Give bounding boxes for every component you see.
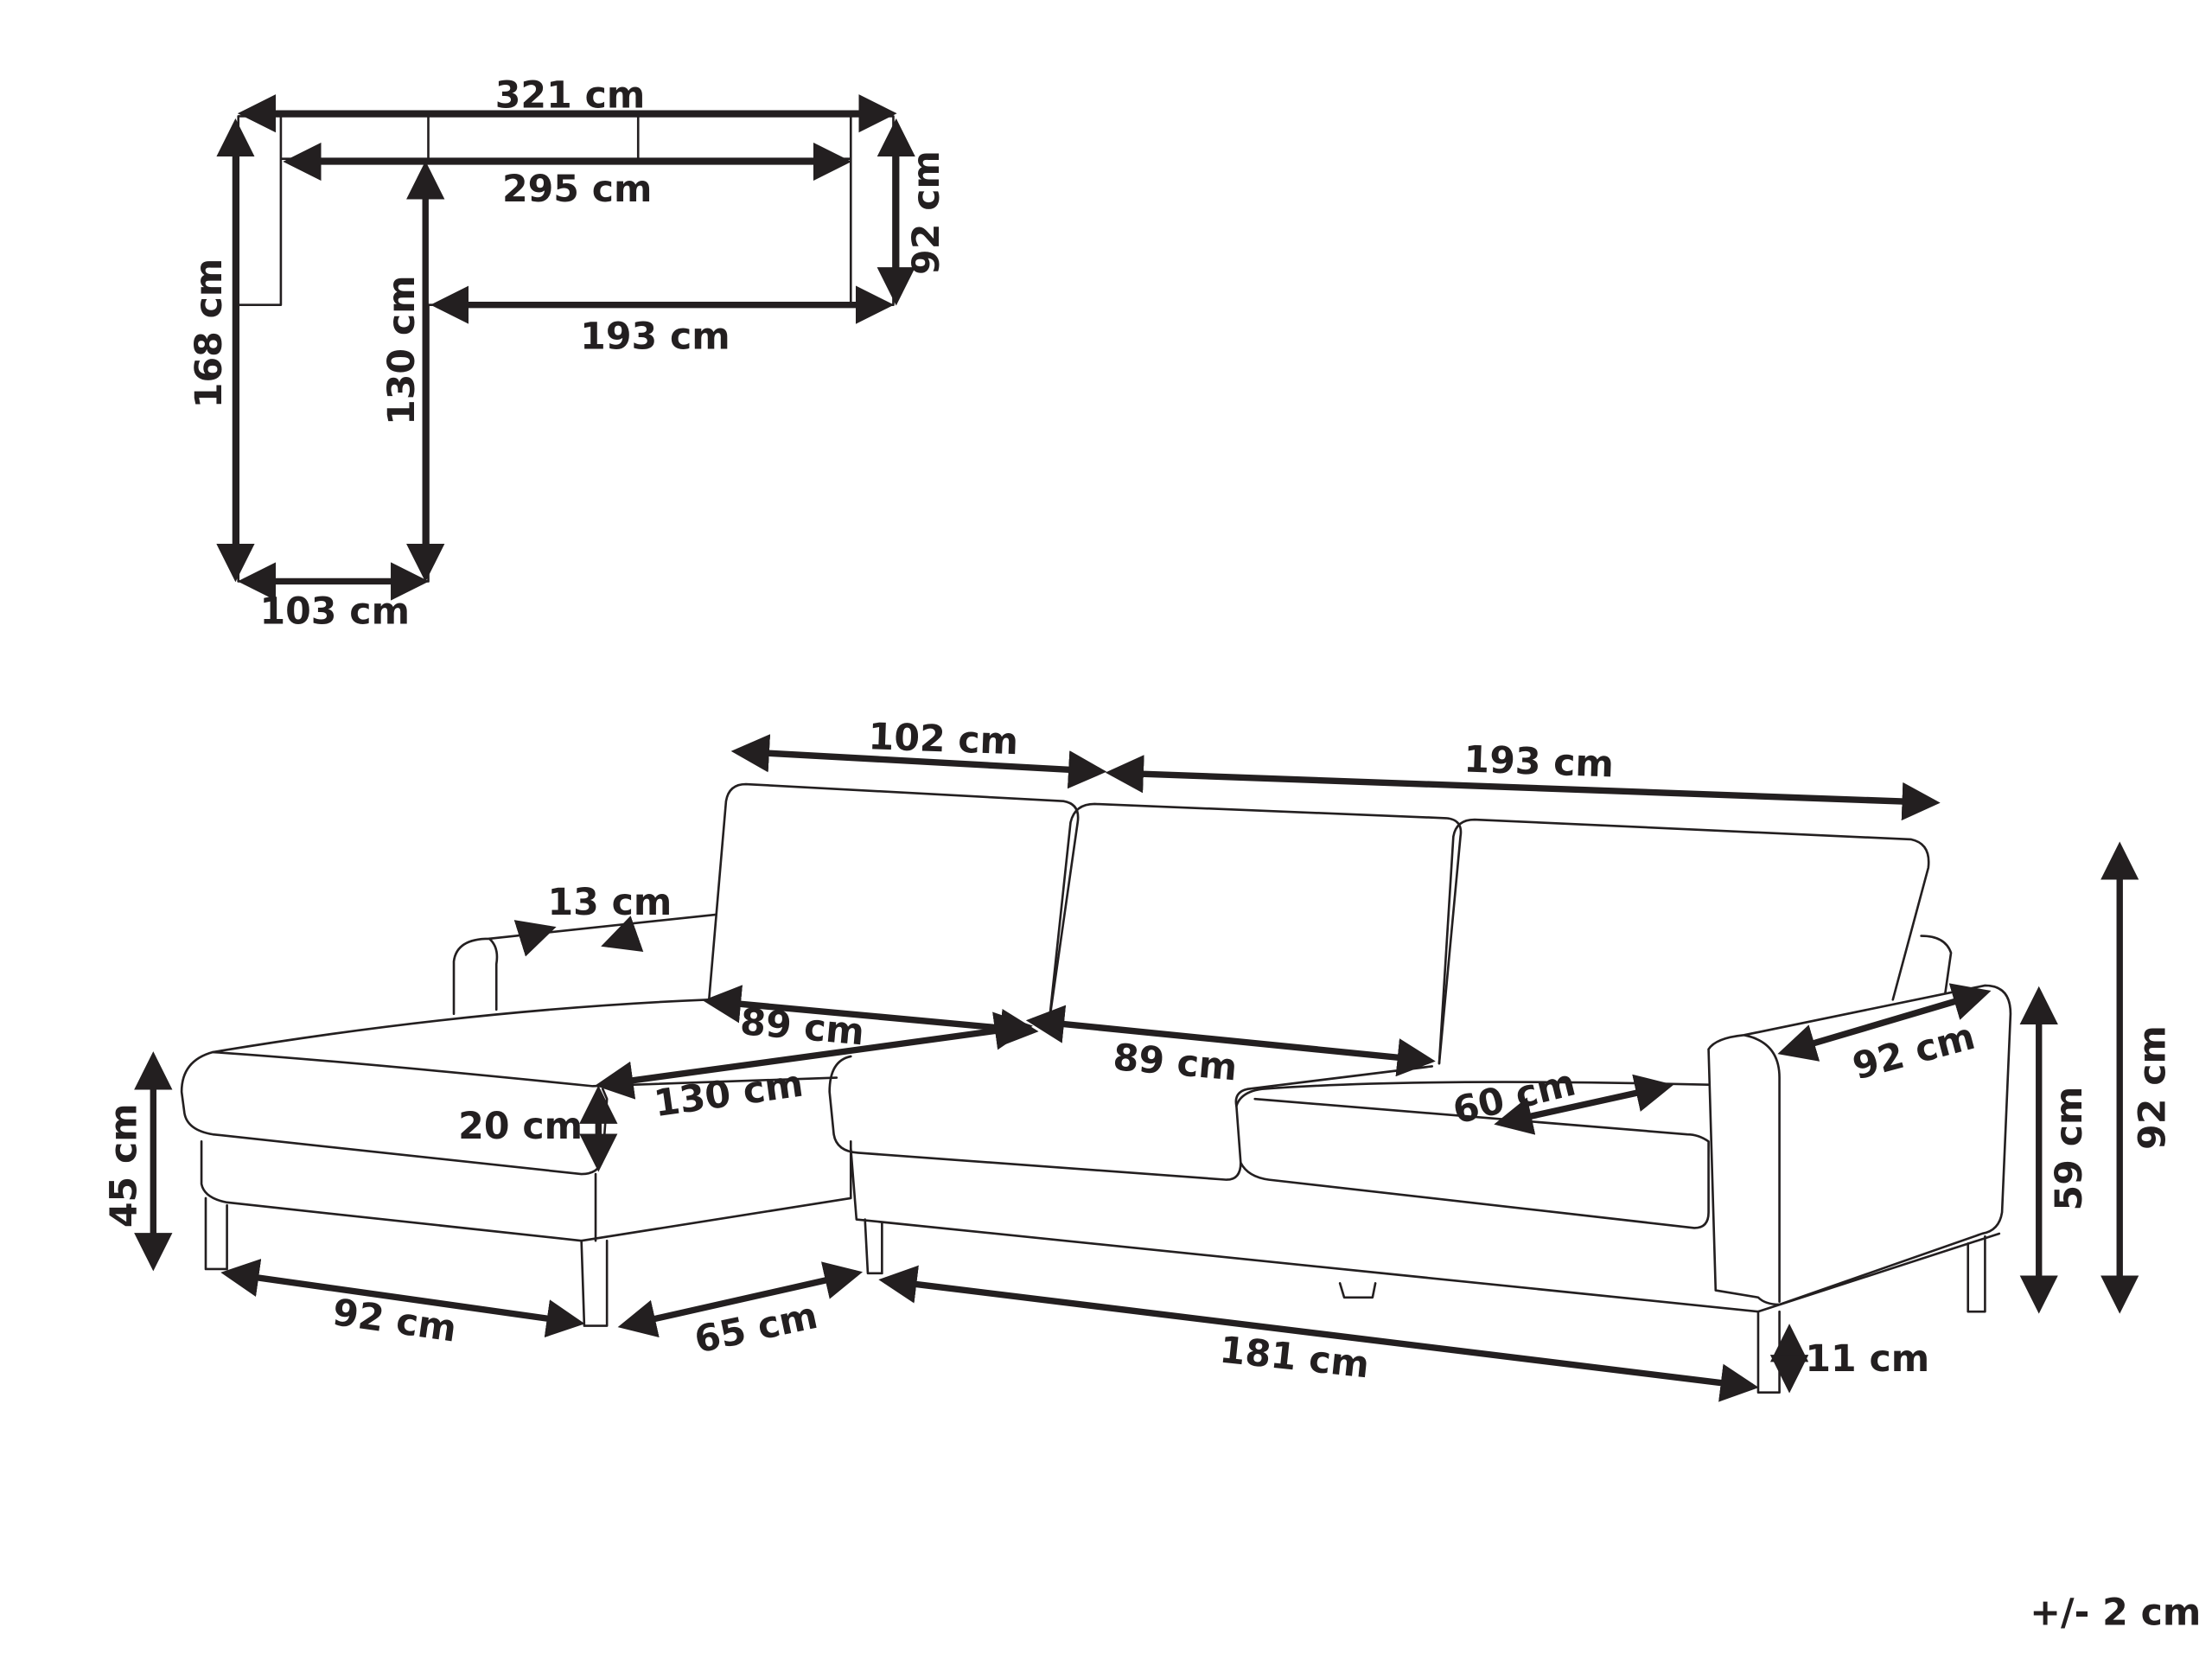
dim-chaise-back-width: 102 cm: [868, 715, 1019, 763]
dim-depth: 92 cm: [905, 150, 948, 275]
tolerance-note: +/- 2 cm: [2030, 1592, 2201, 1635]
dim-chaise-length: 168 cm: [188, 258, 231, 408]
dim-sofa-back-width: 193 cm: [1463, 738, 1615, 787]
dim-armrest-width: 13 cm: [548, 881, 673, 924]
dim-chaise-width: 103 cm: [259, 590, 410, 634]
dim-sofa-width: 193 cm: [580, 315, 730, 358]
top-view-plan: 321 cm 295 cm 92 cm 193 cm 168 cm 130 cm…: [188, 74, 948, 634]
dim-seat-height: 45 cm: [103, 1103, 146, 1228]
dim-chaise-front-width: 92 cm: [330, 1291, 459, 1351]
sofa-drawing: [180, 782, 2012, 1394]
dim-arm-height: 59 cm: [2048, 1087, 2091, 1211]
dim-total-height: 92 cm: [2132, 1025, 2175, 1150]
dim-chaise-inner: 130 cm: [380, 275, 424, 425]
dim-seat-width-1: 89 cm: [738, 1000, 866, 1054]
dim-leg-height: 11 cm: [1805, 1337, 1929, 1381]
dim-seat-width-2: 89 cm: [1112, 1036, 1240, 1089]
dim-total-width: 321 cm: [495, 74, 646, 118]
dim-cushion-thickness: 20 cm: [458, 1105, 583, 1148]
dim-inner-width: 295 cm: [502, 168, 653, 211]
sofa-dimension-arrows: [134, 734, 2139, 1402]
